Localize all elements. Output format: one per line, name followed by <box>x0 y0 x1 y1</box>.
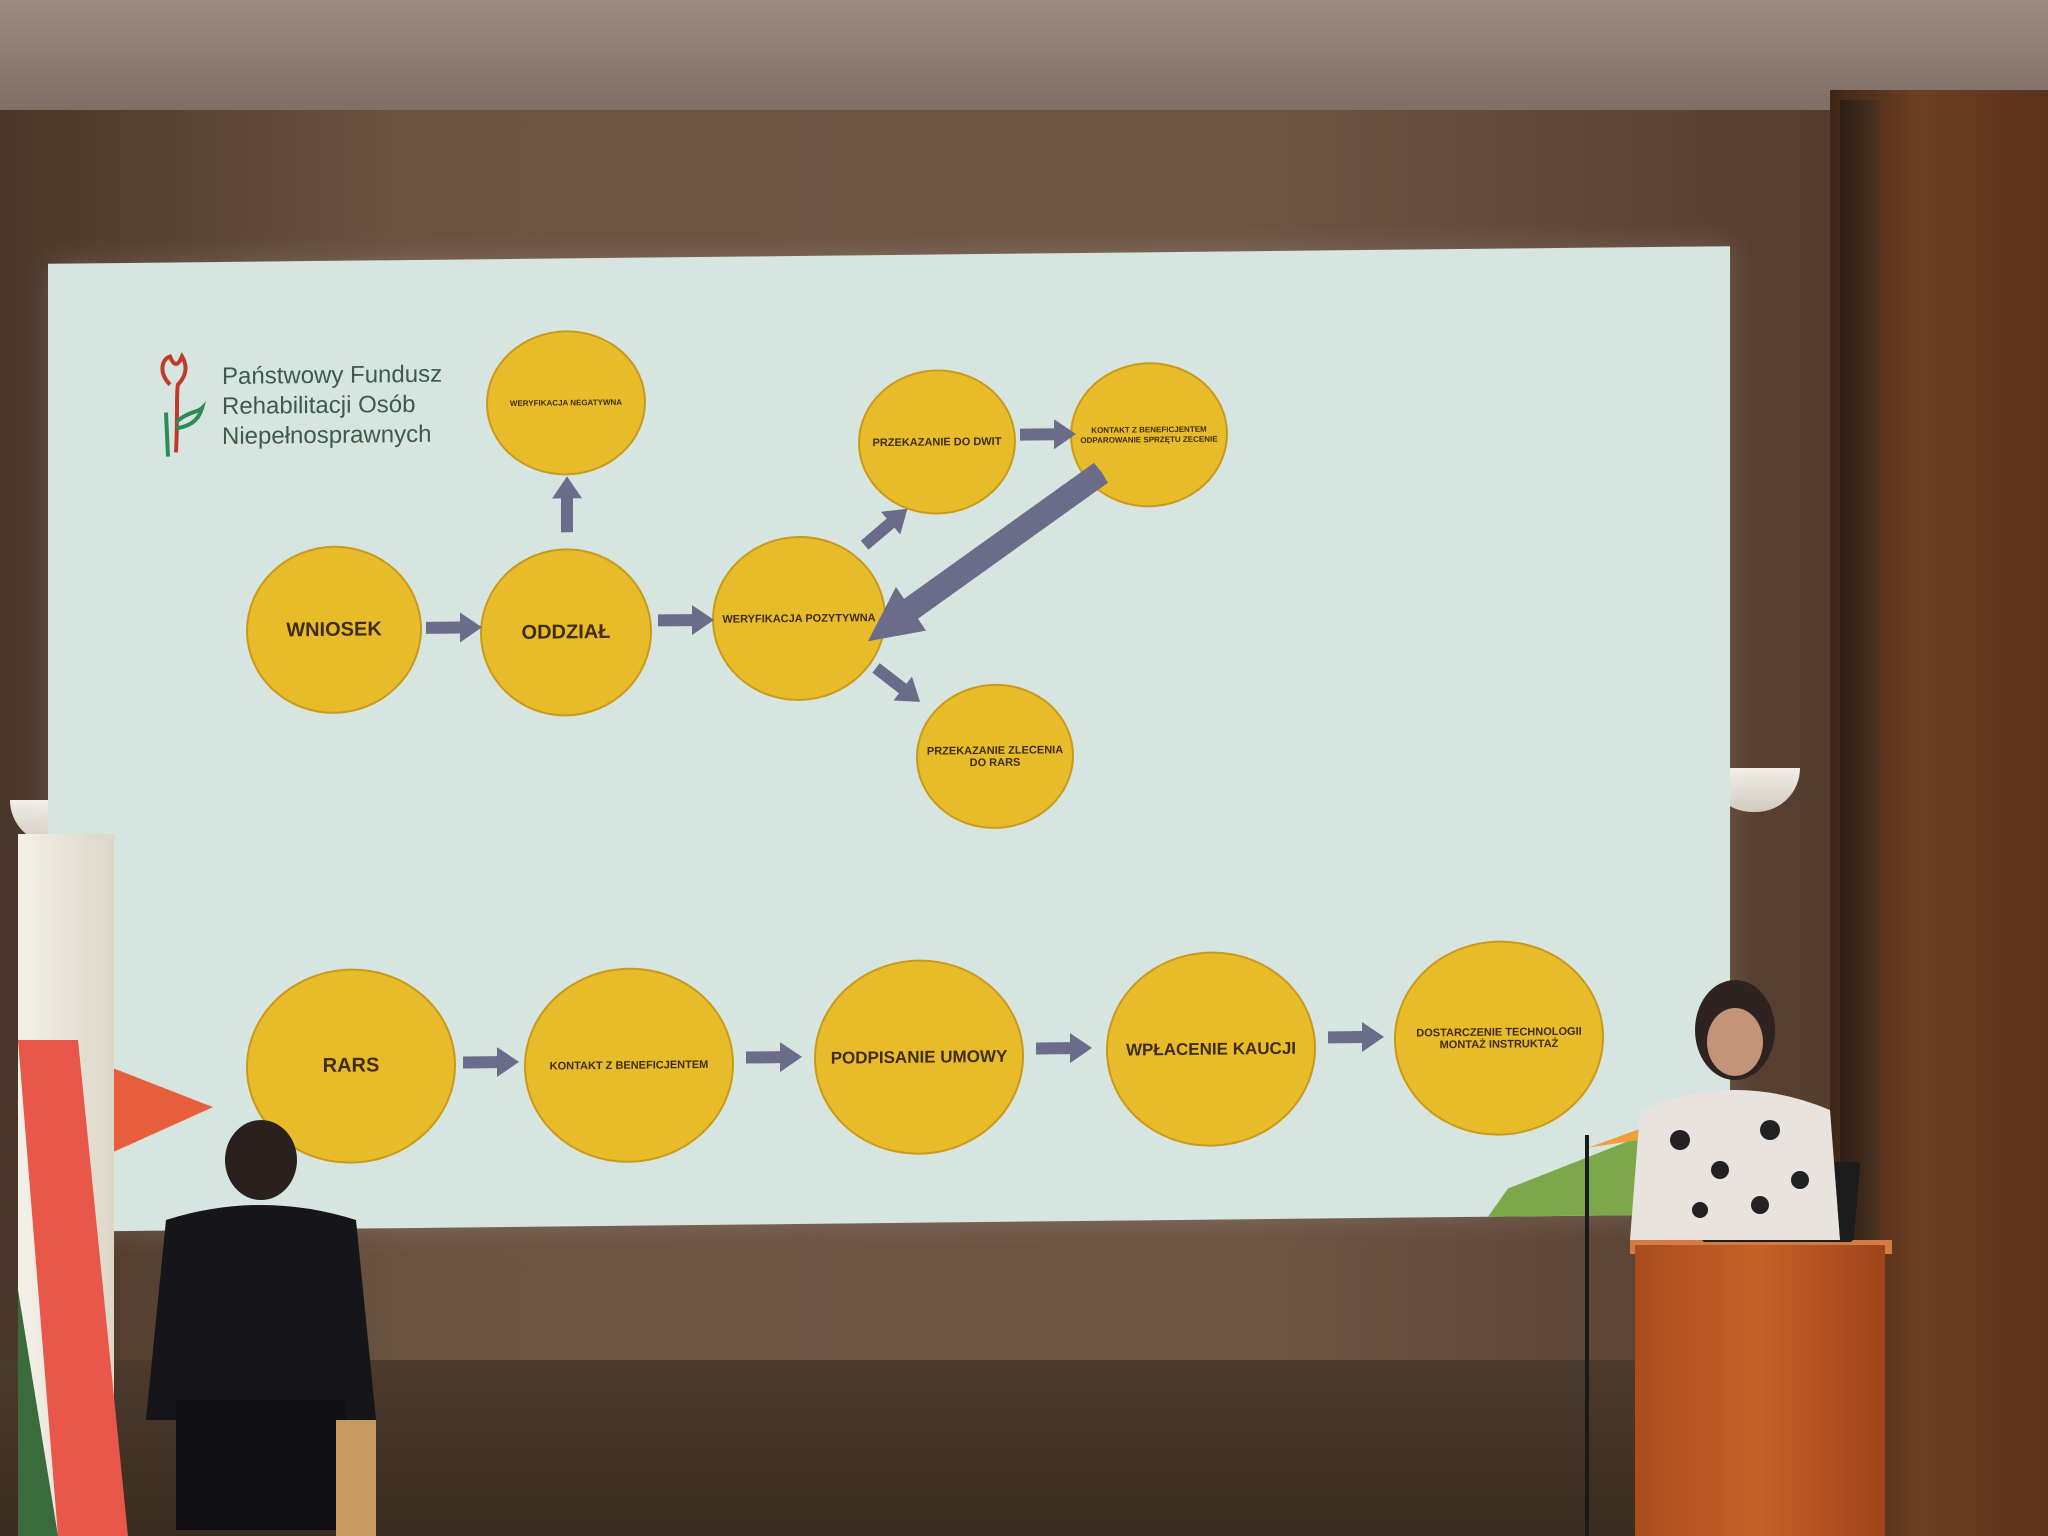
node-wplacenie-kaucji-label: WPŁACENIE KAUCJI <box>1125 1038 1296 1060</box>
logo-line-1: Państwowy Fundusz <box>222 360 443 390</box>
arrow-rars-kontakt <box>463 1047 519 1078</box>
ceiling <box>0 0 2048 120</box>
node-przekazanie-do-dwit-label: PRZEKAZANIE DO DWIT <box>872 435 1002 449</box>
podium <box>1635 1245 1885 1536</box>
arrow-kontakt-pozytywna <box>868 462 1108 642</box>
node-kontakt-z-beneficjentem-label: KONTAKT Z BENEFICJENTEM <box>549 1058 709 1073</box>
node-weryfikacja-pozytywna-label: WERYFIKACJA POZYTYWNA <box>722 611 876 626</box>
node-rars-label: RARS <box>322 1054 380 1077</box>
node-oddzial-label: ODDZIAŁ <box>521 620 611 644</box>
banner-text-decoration <box>30 930 100 1010</box>
red-triangle-decoration <box>88 1058 213 1164</box>
arrow-dwit-kontakt <box>1020 419 1076 450</box>
arrow-pozytywna-zlecenie <box>872 663 921 702</box>
logo-line-2: Rehabilitacji Osób <box>222 390 416 420</box>
node-wniosek-label: WNIOSEK <box>286 617 382 641</box>
seated-man <box>146 1120 376 1536</box>
pfron-logo: Państwowy Fundusz Rehabilitacji Osób Nie… <box>148 349 478 472</box>
arrow-oddzial-weryfikacja-pozytywna <box>658 605 714 636</box>
node-kontakt-odbior-label: KONTAKT Z BENEFICJENTEM ODPAROWANIE SPRZ… <box>1080 424 1218 445</box>
arrow-umowa-kaucja <box>1036 1033 1092 1064</box>
arrow-kontakt-umowa <box>746 1042 802 1073</box>
presenter-woman <box>1630 980 1840 1240</box>
arrow-kaucja-dostarczenie <box>1328 1022 1384 1053</box>
arrow-pozytywna-dwit <box>860 508 908 550</box>
projected-slide: Państwowy Fundusz Rehabilitacji Osób Nie… <box>48 246 1730 1232</box>
microphone-stand <box>1585 1135 1589 1536</box>
node-weryfikacja-negatywna-label: WERYFIKACJA NEGATYWNA <box>509 397 623 408</box>
node-przekazanie-zlecenia-label: PRZEKAZANIE ZLECENIA DO RARS <box>926 743 1064 769</box>
node-dostarczenie-label: DOSTARCZENIE TECHNOLOGII MONTAŻ INSTRUKT… <box>1416 1025 1582 1051</box>
arrow-oddzial-weryfikacja-negatywna <box>552 476 582 533</box>
logo-line-3: Niepełnosprawnych <box>222 420 432 450</box>
node-podpisanie-umowy-label: PODPISANIE UMOWY <box>830 1046 1008 1068</box>
banner-stripes <box>18 1040 128 1536</box>
tulip-icon <box>160 352 207 457</box>
arrow-wniosek-oddzial <box>426 612 482 643</box>
